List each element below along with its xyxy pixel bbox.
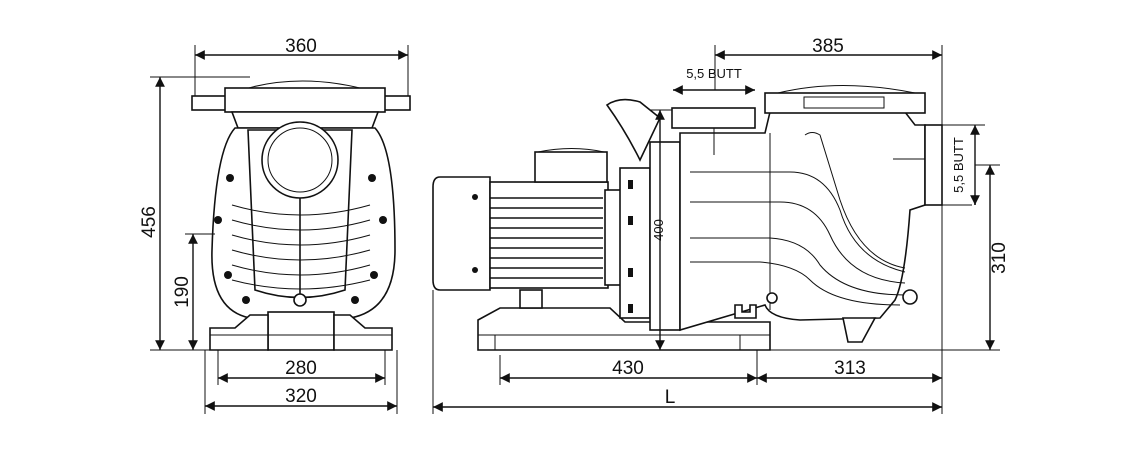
- label-top-outlet: 5,5 BUTT: [686, 66, 742, 81]
- front-dimensions: 360 456 190 280 320: [139, 36, 409, 414]
- dim-313: 313: [834, 358, 866, 379]
- label-side-outlet: 5,5 BUTT: [951, 137, 966, 193]
- dim-385: 385: [812, 36, 844, 57]
- dim-320: 320: [285, 386, 317, 407]
- dim-430: 430: [612, 358, 644, 379]
- dim-280: 280: [285, 358, 317, 379]
- dim-190: 190: [172, 276, 193, 308]
- front-view: [191, 80, 411, 351]
- dim-456: 456: [139, 206, 160, 238]
- side-view: [432, 85, 1000, 351]
- dim-400: 400: [651, 219, 666, 241]
- dim-360: 360: [285, 36, 317, 57]
- dim-310: 310: [989, 242, 1010, 274]
- side-dimensions: 385 5,5 BUTT 400 5,5 BUTT 310 430 313 L: [432, 36, 1010, 414]
- dim-length: L: [665, 387, 676, 408]
